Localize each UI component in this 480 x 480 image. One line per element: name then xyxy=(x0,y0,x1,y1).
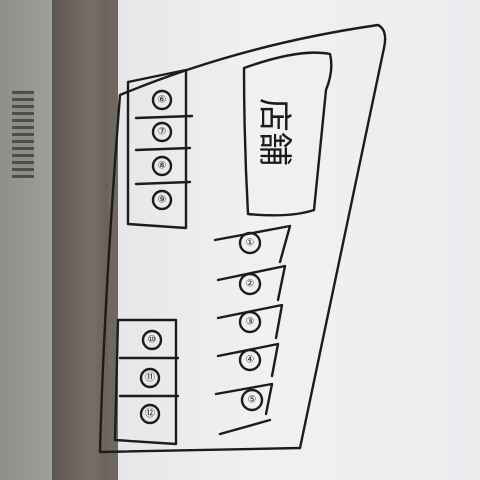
concrete-wall xyxy=(0,0,62,480)
stall-11-number: ⑪ xyxy=(145,372,155,384)
stall-6-number: ⑥ xyxy=(158,95,167,106)
stall-5-number: ⑤ xyxy=(248,395,257,406)
outer-outline xyxy=(98,23,387,454)
left-top-box xyxy=(126,68,188,230)
window-frame xyxy=(52,0,118,480)
stall-8-number: ⑧ xyxy=(158,161,167,172)
stall-2-number: ② xyxy=(246,279,255,290)
left-bottom-box xyxy=(113,318,178,446)
stall-12-number: ⑫ xyxy=(145,408,155,420)
stall-1-number: ① xyxy=(246,238,255,249)
stall-7-number: ⑦ xyxy=(158,127,167,138)
wall-vent xyxy=(12,90,34,178)
store-label: 店舗 xyxy=(254,98,294,166)
stall-3-number: ③ xyxy=(246,317,255,328)
paper-sheet xyxy=(118,0,480,480)
store-box xyxy=(242,51,333,217)
stall-4-number: ④ xyxy=(246,355,255,366)
stall-10-number: ⑩ xyxy=(148,335,157,346)
stall-9-number: ⑨ xyxy=(158,195,167,206)
